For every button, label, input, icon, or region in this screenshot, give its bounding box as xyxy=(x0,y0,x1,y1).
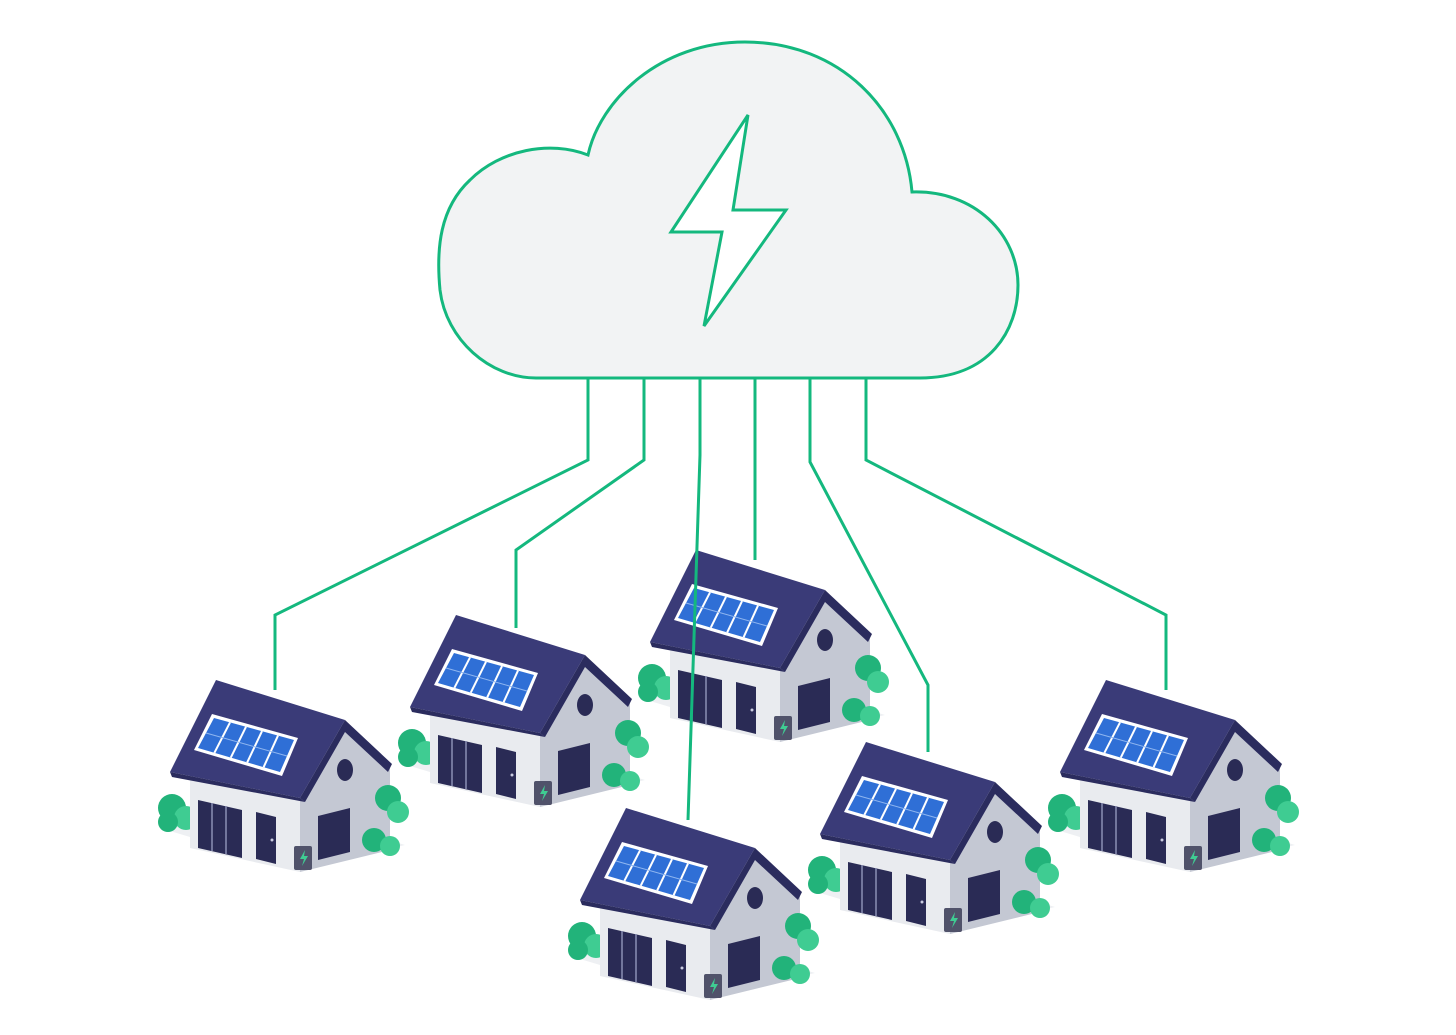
glass-door xyxy=(1088,800,1132,858)
front-door xyxy=(496,747,516,799)
roof-eave xyxy=(170,772,305,802)
roof-eave xyxy=(820,834,955,864)
solar-cells xyxy=(198,718,294,772)
bush-right xyxy=(1252,785,1299,856)
house-1 xyxy=(158,680,409,872)
front-door xyxy=(906,874,926,926)
side-window xyxy=(558,743,590,795)
roof-edge xyxy=(1190,720,1282,802)
glass-door xyxy=(848,862,892,920)
solar-panel xyxy=(1084,714,1188,776)
solar-panel xyxy=(194,714,298,776)
side-window xyxy=(1208,808,1240,860)
round-window xyxy=(577,694,593,716)
solar-cells xyxy=(848,780,944,834)
solar-panel xyxy=(844,776,948,838)
front-door xyxy=(256,812,276,864)
energy-cloud xyxy=(437,40,1020,380)
glass-door xyxy=(438,735,482,793)
home-battery-icon xyxy=(944,908,962,932)
house-4 xyxy=(568,808,819,1000)
bush-right xyxy=(772,913,819,984)
solar-panel xyxy=(604,842,708,904)
roof-edge xyxy=(950,782,1042,864)
grid-connection-lines xyxy=(273,378,1168,690)
round-window xyxy=(747,887,763,909)
side-window xyxy=(318,808,350,860)
houses-group xyxy=(158,550,1299,1000)
front-door xyxy=(1146,812,1166,864)
home-battery-icon xyxy=(774,716,792,740)
round-window xyxy=(337,759,353,781)
house-3 xyxy=(638,550,889,742)
home-battery-icon xyxy=(534,781,552,805)
side-window xyxy=(968,870,1000,922)
bush-right xyxy=(602,720,649,791)
glass-door xyxy=(678,670,722,728)
solar-cells xyxy=(438,653,534,707)
roof-eave xyxy=(580,900,715,930)
roof-edge xyxy=(300,720,392,802)
solar-panel xyxy=(434,649,538,711)
glass-door xyxy=(198,800,242,858)
house-6 xyxy=(1048,680,1299,872)
roof-eave xyxy=(650,642,785,672)
home-battery-icon xyxy=(294,846,312,870)
home-battery-icon xyxy=(704,974,722,998)
round-window xyxy=(987,821,1003,843)
front-door xyxy=(666,940,686,992)
glass-door xyxy=(608,928,652,986)
round-window xyxy=(1227,759,1243,781)
side-window xyxy=(728,936,760,988)
solar-panel xyxy=(674,584,778,646)
roof-eave xyxy=(410,707,545,737)
round-window xyxy=(817,629,833,651)
solar-cells xyxy=(678,588,774,642)
side-window xyxy=(798,678,830,730)
house-5 xyxy=(808,742,1059,934)
lightning-bolt-icon xyxy=(668,114,789,327)
front-door xyxy=(736,682,756,734)
roof-edge xyxy=(780,590,872,672)
bush-right xyxy=(1012,847,1059,918)
roof-eave xyxy=(1060,772,1195,802)
connection-line-1 xyxy=(273,378,590,690)
roof-edge xyxy=(710,848,802,930)
connection-line-4 xyxy=(864,378,1168,690)
connection-line-5 xyxy=(686,378,702,821)
front-connection-lines xyxy=(686,378,930,821)
roof-edge xyxy=(540,655,632,737)
home-battery-icon xyxy=(1184,846,1202,870)
solar-cells xyxy=(608,846,704,900)
connection-line-6 xyxy=(808,378,930,752)
bush-right xyxy=(842,655,889,726)
bush-right xyxy=(362,785,409,856)
connection-line-2 xyxy=(514,378,646,628)
solar-cells xyxy=(1088,718,1184,772)
house-2 xyxy=(398,615,649,807)
